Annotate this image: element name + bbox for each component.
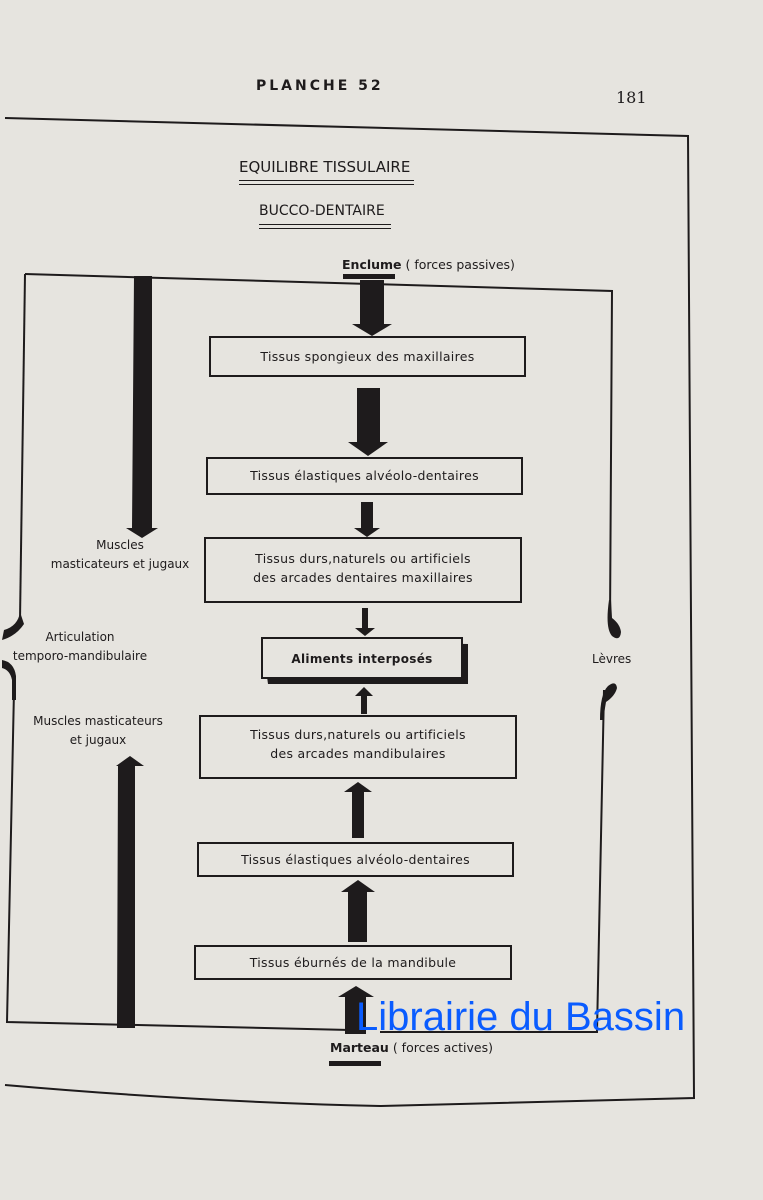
box-line: Tissus spongieux des maxillaires: [260, 349, 475, 364]
box-durs-max: Tissus durs,naturels ou artificiels des …: [205, 549, 521, 587]
arrow-down-1: [348, 388, 388, 456]
box-durs-mand: Tissus durs,naturels ou artificiels des …: [200, 725, 516, 763]
page-number: 181: [616, 88, 647, 107]
box-eburnes: Tissus éburnés de la mandibule: [195, 953, 511, 972]
arrow-up-marteau: [338, 986, 374, 1034]
arrow-down-enclume: [352, 280, 392, 336]
inner-frame-left-upper: [19, 273, 26, 621]
box-aliments: Aliments interposés: [262, 650, 462, 669]
lip-lower-icon: [600, 683, 617, 720]
box-outline-elastiques-inf: [197, 842, 514, 877]
arrow-up-1: [355, 687, 373, 714]
label-line: Muscles masticateurs: [33, 714, 163, 728]
arrow-up-muscles: [116, 756, 144, 1028]
box-elastiques-sup: Tissus élastiques alvéolo-dentaires: [207, 466, 522, 485]
label-line: masticateurs et jugaux: [50, 557, 190, 571]
box-line: Tissus durs,naturels ou artificiels: [250, 727, 466, 742]
box-line: des arcades dentaires maxillaires: [253, 570, 473, 585]
arrow-up-3: [341, 880, 375, 942]
label-line: temporo-mandibulaire: [12, 649, 148, 663]
title-underline: [239, 180, 414, 185]
marteau-label: Marteau ( forces actives): [330, 1040, 493, 1055]
label-line: Muscles: [96, 538, 144, 552]
box-outline-spongieux: [209, 336, 526, 377]
label-articulation: Articulation temporo-mandibulaire: [0, 628, 160, 666]
arrows: [116, 276, 392, 1034]
watermark: Librairie du Bassin: [356, 995, 686, 1039]
plate-frame: [4, 117, 696, 1108]
inner-frame-top: [24, 273, 614, 623]
subtitle-underline: [259, 224, 391, 229]
label-muscles-lower: Muscles masticateurs et jugaux: [18, 712, 178, 750]
enclume-note: ( forces passives): [405, 257, 515, 272]
box-outline-durs-mand: [199, 715, 517, 779]
box-elastiques-inf: Tissus élastiques alvéolo-dentaires: [198, 850, 513, 869]
label-line: Articulation: [45, 630, 115, 644]
box-line: des arcades mandibulaires: [270, 746, 446, 761]
arrow-down-muscles: [126, 276, 158, 538]
marteau-term: Marteau: [330, 1040, 389, 1055]
box-line: Tissus élastiques alvéolo-dentaires: [241, 852, 470, 867]
running-head: PLANCHE 52: [256, 78, 384, 94]
marteau-bar: [329, 1061, 381, 1066]
box-line: Tissus élastiques alvéolo-dentaires: [250, 468, 479, 483]
box-outline-durs-max: [204, 537, 522, 603]
label-muscles-upper: Muscles masticateurs et jugaux: [40, 536, 200, 574]
enclume-bar: [343, 274, 395, 279]
inner-frame-left-lower: [5, 689, 351, 1031]
enclume-term: Enclume: [342, 257, 402, 272]
inner-frame-right-lower: [380, 689, 605, 1033]
box-outline-elastiques-sup: [206, 457, 523, 495]
box-line: Tissus éburnés de la mandibule: [249, 955, 457, 970]
label-levres: Lèvres: [592, 652, 632, 666]
marteau-note: ( forces actives): [392, 1040, 494, 1055]
box-line: Aliments interposés: [291, 652, 433, 666]
articulation-upper-icon: [2, 612, 24, 640]
enclume-label: Enclume ( forces passives): [342, 257, 515, 272]
box-spongieux: Tissus spongieux des maxillaires: [210, 347, 525, 366]
box-outline-aliments: [261, 637, 468, 684]
arrow-up-2: [344, 782, 372, 838]
box-outline-eburnes: [194, 945, 512, 980]
arrow-down-3: [355, 608, 375, 636]
diagram-subtitle: BUCCO-DENTAIRE: [259, 203, 385, 219]
lip-upper-icon: [607, 600, 621, 639]
arrow-down-2: [354, 502, 380, 537]
articulation-lower-icon: [2, 660, 16, 700]
diagram-title: EQUILIBRE TISSULAIRE: [239, 158, 411, 176]
label-line: et jugaux: [69, 733, 127, 747]
box-line: Tissus durs,naturels ou artificiels: [255, 551, 471, 566]
